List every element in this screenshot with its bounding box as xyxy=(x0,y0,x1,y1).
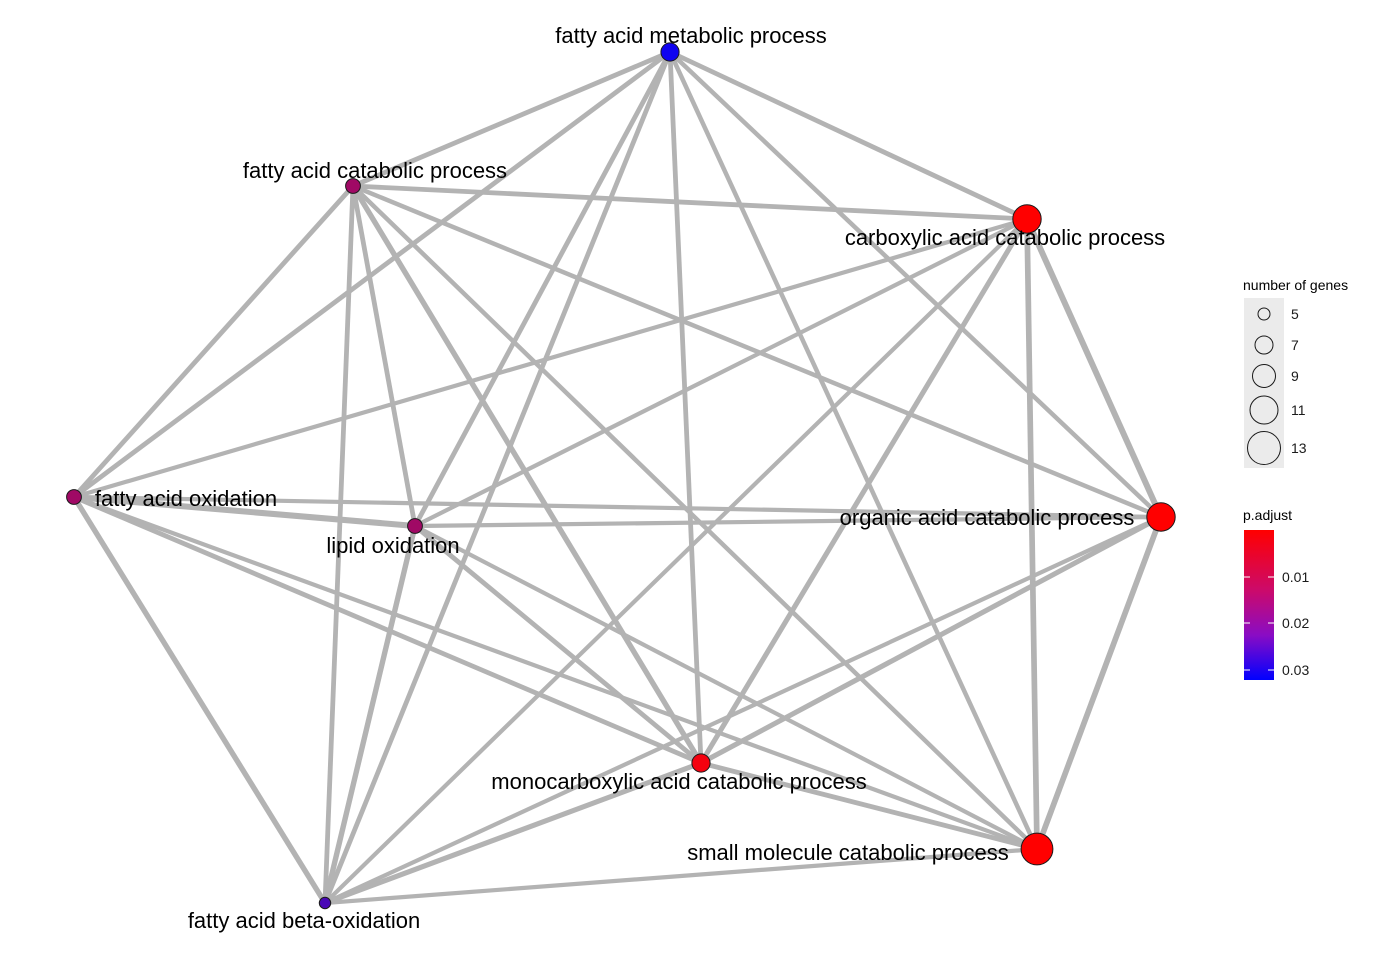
edge xyxy=(1024,217,1164,519)
nodes-layer xyxy=(66,42,1176,910)
node[interactable] xyxy=(318,896,332,910)
edge xyxy=(73,495,1038,851)
size-legend-circle xyxy=(1247,431,1281,465)
size-legend-label: 9 xyxy=(1291,368,1299,384)
size-legend-label: 13 xyxy=(1291,440,1307,456)
edge xyxy=(350,185,418,527)
colorbar-label: 0.02 xyxy=(1282,615,1309,631)
edge xyxy=(1024,218,1040,850)
edge xyxy=(322,51,673,904)
p-adjust-colorbar xyxy=(1244,530,1274,680)
node-label: fatty acid metabolic process xyxy=(555,23,826,48)
node-label: small molecule catabolic process xyxy=(687,840,1009,865)
color-legend-title: p.adjust xyxy=(1243,507,1292,523)
edge xyxy=(73,494,416,529)
edge xyxy=(324,515,1162,905)
edge xyxy=(1034,516,1164,850)
edge xyxy=(352,183,1028,222)
node[interactable] xyxy=(660,42,680,62)
edge xyxy=(414,217,1028,528)
node[interactable] xyxy=(691,753,711,773)
edge xyxy=(412,50,673,528)
size-legend-label: 7 xyxy=(1291,337,1299,353)
size-legend-key-background xyxy=(1244,298,1284,468)
node[interactable] xyxy=(1146,502,1176,532)
size-legend-circle xyxy=(1252,364,1276,388)
size-legend-items: 5 7 9 11 13 xyxy=(1247,306,1307,465)
node-label: lipid oxidation xyxy=(326,533,459,558)
node[interactable] xyxy=(1012,204,1042,234)
edge xyxy=(413,524,703,765)
edges-layer xyxy=(71,49,1164,906)
size-legend-label: 11 xyxy=(1291,402,1306,418)
edge xyxy=(414,524,1038,851)
node-label: monocarboxylic acid catabolic process xyxy=(491,769,866,794)
edge xyxy=(351,184,1039,851)
edge xyxy=(352,183,1162,520)
size-legend-circle xyxy=(1257,307,1271,321)
node-label: fatty acid beta-oxidation xyxy=(188,908,420,933)
edge xyxy=(72,184,355,499)
edge xyxy=(323,217,1029,905)
edge xyxy=(324,760,702,906)
edge xyxy=(350,184,704,765)
edge xyxy=(699,514,1163,766)
colorbar-label: 0.03 xyxy=(1282,662,1309,678)
edge xyxy=(668,50,1163,519)
node[interactable] xyxy=(345,178,361,194)
size-legend-title: number of genes xyxy=(1243,277,1348,293)
edge xyxy=(73,494,1162,520)
node-label: carboxylic acid catabolic process xyxy=(845,225,1165,250)
edge xyxy=(352,49,671,189)
node-label: organic acid catabolic process xyxy=(840,505,1135,530)
edge xyxy=(700,760,1038,852)
size-legend-label: 5 xyxy=(1291,306,1299,322)
edge xyxy=(73,216,1028,500)
node[interactable] xyxy=(66,489,82,505)
edge xyxy=(667,51,704,764)
labels-layer: fatty acid metabolic process fatty acid c… xyxy=(95,23,1165,933)
edge xyxy=(322,185,356,904)
node-label: fatty acid catabolic process xyxy=(243,158,507,183)
edge xyxy=(668,49,1029,222)
edge xyxy=(414,514,1162,529)
node[interactable] xyxy=(407,518,423,534)
edge xyxy=(667,51,1040,850)
node-label: fatty acid oxidation xyxy=(95,486,277,511)
edge xyxy=(72,50,672,499)
colorbar-label: 0.01 xyxy=(1282,569,1309,585)
edge xyxy=(322,525,418,904)
edge xyxy=(324,846,1038,906)
edge xyxy=(71,495,328,905)
size-legend-circle xyxy=(1249,395,1279,425)
node[interactable] xyxy=(1020,832,1054,866)
edge xyxy=(698,217,1030,765)
color-legend-ticks: 0.01 0.02 0.03 xyxy=(1244,569,1309,678)
size-legend-circle xyxy=(1254,335,1274,355)
